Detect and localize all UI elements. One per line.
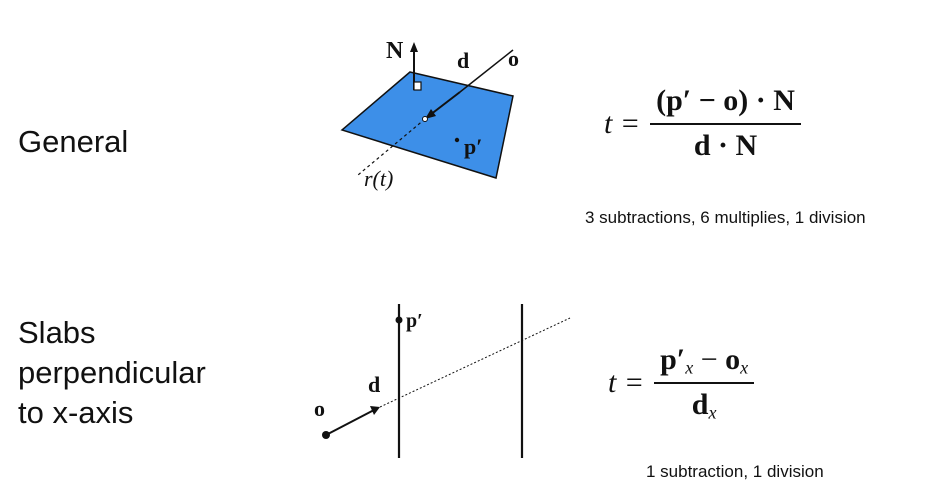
slab-equation: t = p′x − ox dx: [608, 343, 755, 423]
general-equation: t = (p′ − o) · N d · N: [604, 84, 801, 163]
equation-fraction: p′x − ox dx: [654, 343, 755, 423]
ray-continuation: [357, 118, 426, 176]
slab-label: Slabs perpendicular to x-axis: [18, 313, 206, 433]
fraction-bar: [654, 382, 755, 385]
fraction-bar: [650, 122, 801, 125]
point-label: p′: [406, 310, 423, 332]
normal-label: N: [386, 38, 404, 64]
slab-label-line: Slabs: [18, 315, 96, 350]
right-angle-marker: [413, 81, 422, 91]
direction-label: d: [457, 48, 469, 73]
normal-arrowhead: [410, 42, 418, 52]
ray-segment: [459, 49, 514, 93]
direction-arrowhead: [370, 406, 380, 415]
equation-fraction: (p′ − o) · N d · N: [650, 84, 801, 163]
equation-denominator: d · N: [693, 128, 758, 162]
slab-diagram: p′ d o: [314, 304, 571, 458]
point-p-dot: [454, 137, 460, 143]
ray-continuation: [379, 317, 571, 408]
equation-denominator: dx: [691, 388, 717, 423]
origin-label: o: [508, 46, 519, 71]
point-p-dot: [395, 316, 403, 324]
intersection-point: [422, 116, 428, 122]
equation-numerator: p′x − ox: [660, 343, 749, 378]
slab-label-line: to x-axis: [18, 395, 134, 430]
equation-lhs: t =: [608, 366, 645, 400]
plane-shape: [340, 71, 514, 179]
general-cost-note: 3 subtractions, 6 multiplies, 1 division: [585, 208, 866, 227]
direction-vector: [429, 91, 461, 116]
plane-intersection-diagram: N d o p′ r(t): [340, 38, 519, 191]
equation-numerator: (p′ − o) · N: [656, 84, 795, 117]
slab-cost-note: 1 subtraction, 1 division: [646, 462, 824, 481]
origin-label: o: [314, 396, 325, 421]
direction-vector: [325, 409, 375, 436]
ray-label: r(t): [364, 166, 393, 191]
general-label: General: [18, 124, 129, 159]
direction-label: d: [368, 372, 380, 397]
equation-lhs: t =: [604, 106, 641, 140]
slab-label-line: perpendicular: [18, 355, 206, 390]
point-label: p′: [464, 134, 482, 159]
direction-arrowhead: [425, 109, 436, 119]
